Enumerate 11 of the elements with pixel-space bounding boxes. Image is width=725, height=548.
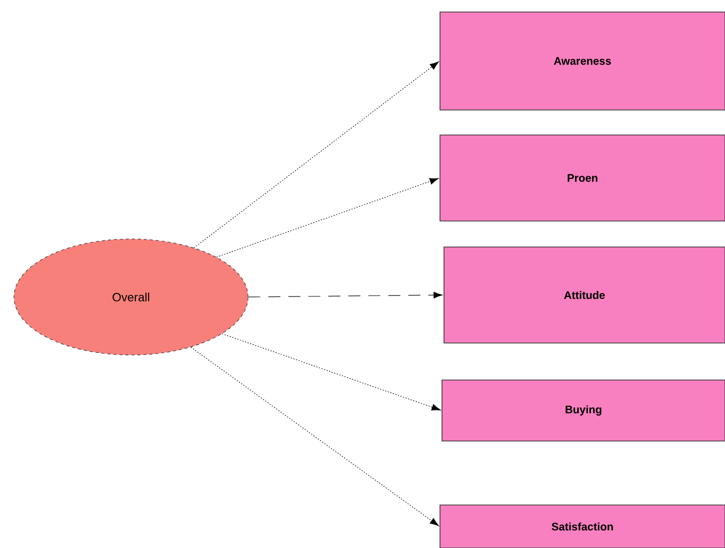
ellipse-node: Overall (14, 238, 248, 356)
category-box: Awareness (440, 12, 725, 110)
category-box: Satisfaction (440, 504, 725, 548)
category-box: Buying (442, 380, 725, 442)
arrow (194, 62, 439, 248)
arrow (216, 178, 439, 258)
category-box: Attitude (444, 246, 725, 344)
arrow (248, 292, 443, 298)
arrow (190, 346, 439, 526)
arrow (222, 333, 441, 410)
category-box: Proen (440, 134, 725, 222)
